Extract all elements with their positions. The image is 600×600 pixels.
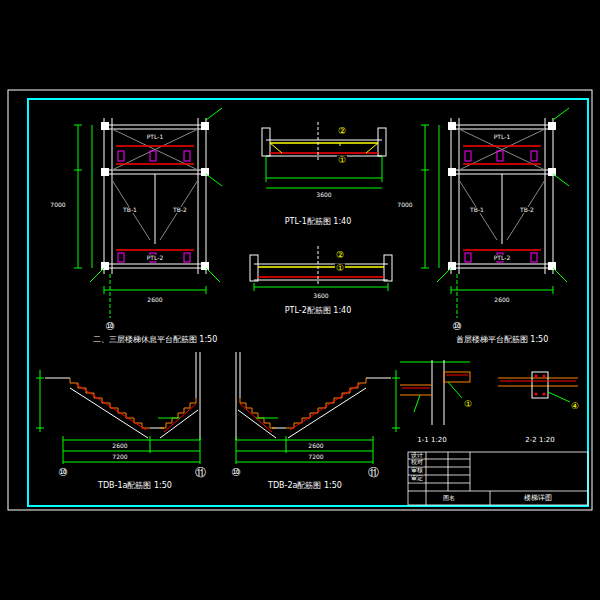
member-tag: PTL-1 xyxy=(146,134,165,140)
dimension-text: 7200 xyxy=(111,454,128,460)
callout-number: ④ xyxy=(570,402,580,411)
view-title: 二、三层楼梯休息平台配筋图 1:50 xyxy=(92,336,219,344)
member-tag: PTL-1 xyxy=(493,134,512,140)
axis-bubble: ⑩ xyxy=(104,321,116,332)
axis-bubble: ⑩ xyxy=(230,467,242,478)
axis-bubble: ⑪ xyxy=(194,467,207,478)
callout-number: ② xyxy=(337,127,347,136)
member-tag: TB-1 xyxy=(122,207,138,213)
dimension-text: 7000 xyxy=(396,202,413,208)
dimension-text: 7200 xyxy=(307,454,324,460)
dimension-text: 3600 xyxy=(315,192,332,198)
dimension-text: 2600 xyxy=(493,297,510,303)
member-tag: PTL-2 xyxy=(493,255,512,261)
title-block-cell: 校对 xyxy=(410,460,424,466)
view-title: PTL-1配筋图 1:40 xyxy=(284,218,353,226)
member-tag: TB-1 xyxy=(469,207,485,213)
dimension-text: 2600 xyxy=(146,297,163,303)
view-title: TDB-1a配筋图 1:50 xyxy=(97,482,173,490)
member-tag: PTL-2 xyxy=(146,255,165,261)
dimension-text: 7000 xyxy=(49,202,66,208)
callout-number: ② xyxy=(335,251,345,260)
member-tag: TB-2 xyxy=(172,207,188,213)
title-block-cell: 审定 xyxy=(410,476,424,482)
axis-bubble: ⑪ xyxy=(367,467,380,478)
axis-bubble: ⑩ xyxy=(451,321,463,332)
title-block-cell: 审核 xyxy=(410,468,424,474)
dimension-text: 2600 xyxy=(111,443,128,449)
dimension-text: 3600 xyxy=(312,293,329,299)
callout-number: ① xyxy=(335,264,345,273)
view-title: 首层楼梯平台配筋图 1:50 xyxy=(455,336,550,344)
view-title: TDB-2a配筋图 1:50 xyxy=(267,482,343,490)
view-title: 2-2 1:20 xyxy=(524,437,555,444)
title-block-cell: 图名 xyxy=(442,495,456,501)
callout-number: ① xyxy=(337,156,347,165)
axis-bubble: ⑩ xyxy=(57,467,69,478)
dimension-text: 2600 xyxy=(307,443,324,449)
callout-number: ① xyxy=(463,400,473,409)
drawing-name: 楼梯详图 xyxy=(523,495,553,502)
member-tag: TB-2 xyxy=(519,207,535,213)
title-block-cell: 设计 xyxy=(410,453,424,459)
view-title: 1-1 1:20 xyxy=(416,437,447,444)
view-title: PTL-2配筋图 1:40 xyxy=(284,307,353,315)
